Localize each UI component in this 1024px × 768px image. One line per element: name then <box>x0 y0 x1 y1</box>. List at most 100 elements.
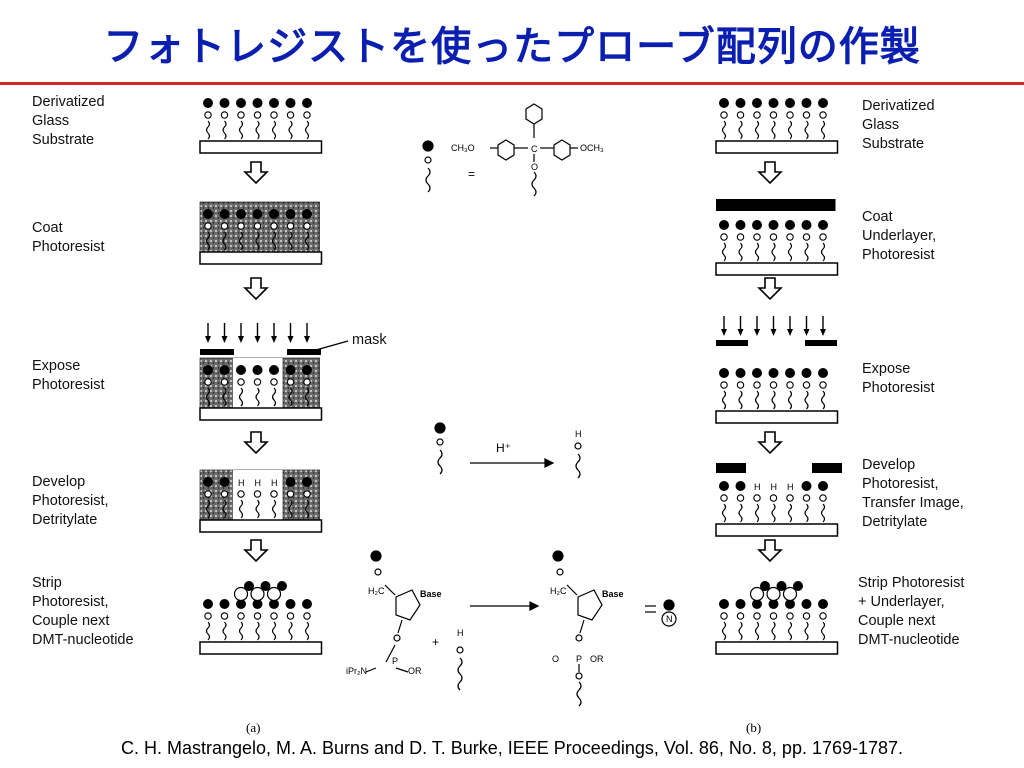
oxygen-atom <box>220 490 229 498</box>
linker-chain <box>288 621 293 641</box>
linker-chain <box>804 503 809 523</box>
dmt-group <box>801 368 812 378</box>
dmt-group <box>818 220 828 230</box>
uv-light-arrowhead <box>754 329 760 336</box>
nucleotide <box>782 586 798 602</box>
linker-chain <box>771 503 776 523</box>
panel-a-caption: (a) <box>246 720 261 735</box>
uv-light-arrowhead <box>287 336 294 343</box>
linker-chain <box>222 499 227 519</box>
oxygen-atom <box>253 222 262 230</box>
dmt-group <box>801 220 812 230</box>
ipr-text: iPr₂N <box>346 666 367 676</box>
oxygen-atom <box>237 111 245 119</box>
slide-title: フォトレジストを使ったプローブ配列の作製 <box>103 24 921 70</box>
oxygen-atom <box>819 612 827 620</box>
oxygen-atom <box>270 222 278 230</box>
linker-chain <box>771 120 776 140</box>
uv-light-arrowhead <box>205 336 211 343</box>
uv-light-arrowhead <box>803 329 810 336</box>
dmt-group <box>785 599 795 609</box>
linker-chain <box>721 503 727 523</box>
plus-sign: + <box>432 635 439 649</box>
oxygen-atom <box>270 490 278 498</box>
dmt-group <box>302 209 312 219</box>
linker-chain <box>271 499 277 519</box>
mask-bar <box>287 349 321 355</box>
oxygen-atom <box>753 612 761 620</box>
glass-substrate <box>199 641 323 655</box>
dmt-group <box>719 98 729 108</box>
linker-chain <box>820 503 826 523</box>
linker-chain <box>738 242 743 262</box>
linker-chain <box>820 621 826 641</box>
oxygen-atom <box>220 222 229 230</box>
oxygen-atom <box>270 612 278 620</box>
oxygen-atom <box>286 222 295 230</box>
oxygen-atom <box>204 490 212 498</box>
methoxy-right-text: OCH₃ <box>580 143 604 153</box>
dmt-group <box>735 599 746 609</box>
uv-light-arrowhead <box>737 329 744 336</box>
dmt-group <box>203 209 213 219</box>
dmt-group <box>752 599 762 609</box>
oxygen-atom <box>753 111 761 119</box>
linker-chain <box>222 387 227 407</box>
alcohol-h-text: H <box>457 628 464 638</box>
oxygen-atom <box>220 378 229 386</box>
equals-sign: = <box>468 167 475 181</box>
linker-chain <box>255 499 260 519</box>
linker-chain <box>754 503 760 523</box>
linker-chain <box>804 120 809 140</box>
linker-chain <box>205 621 211 641</box>
linker-chain <box>238 231 244 251</box>
linker-chain <box>304 499 310 519</box>
dmt-group <box>801 98 812 108</box>
dmt-group <box>219 365 230 375</box>
process-arrow <box>757 277 783 301</box>
linker-chain <box>771 242 776 262</box>
uv-light-arrowhead <box>254 336 261 343</box>
or-text-left: OR <box>408 666 422 676</box>
linker-chain <box>238 387 244 407</box>
process-arrow <box>757 431 783 455</box>
panel-a-step-3-label: Expose Photoresist <box>32 358 105 393</box>
panel-a-step-2-label: Coat Photoresist <box>32 220 105 255</box>
dmt-group <box>252 365 263 375</box>
linker-chain <box>288 231 293 251</box>
base-text-left: Base <box>420 589 442 599</box>
oxygen-atom <box>753 233 761 241</box>
dmt-group <box>236 209 246 219</box>
oxygen-atom <box>786 381 794 389</box>
uv-light-arrowhead <box>238 336 244 343</box>
linker-chain <box>222 621 227 641</box>
hydroxyl-h: H <box>271 478 278 488</box>
dmt-group <box>203 365 213 375</box>
linker-chain <box>804 621 809 641</box>
linker-chain <box>820 120 826 140</box>
linker-chain <box>304 231 310 251</box>
panel-b-step-4-label: Develop Photoresist, Transfer Image, Det… <box>862 457 964 530</box>
glass-substrate <box>199 519 323 533</box>
linker-chain <box>787 120 793 140</box>
panel-b-step-5-label: Strip Photoresist + Underlayer, Couple n… <box>858 575 965 648</box>
dmt-group <box>285 98 296 108</box>
oxygen-atom <box>769 111 778 119</box>
dmt-group <box>818 368 828 378</box>
nucleotide-dmt <box>793 581 803 591</box>
oxygen-atom <box>303 111 311 119</box>
linker-chain <box>787 503 793 523</box>
oxygen-atom <box>819 233 827 241</box>
oxygen-atom <box>720 612 728 620</box>
oxygen-atom <box>204 378 212 386</box>
dmt-group <box>252 98 263 108</box>
mask-label: mask <box>352 332 387 348</box>
dmt-group <box>236 599 246 609</box>
process-arrow <box>757 539 783 563</box>
linker-chain <box>304 621 310 641</box>
dmt-group <box>768 98 779 108</box>
uv-light-arrowhead <box>304 336 310 343</box>
hydroxyl-h: H <box>255 478 262 488</box>
glass-substrate <box>715 410 839 424</box>
